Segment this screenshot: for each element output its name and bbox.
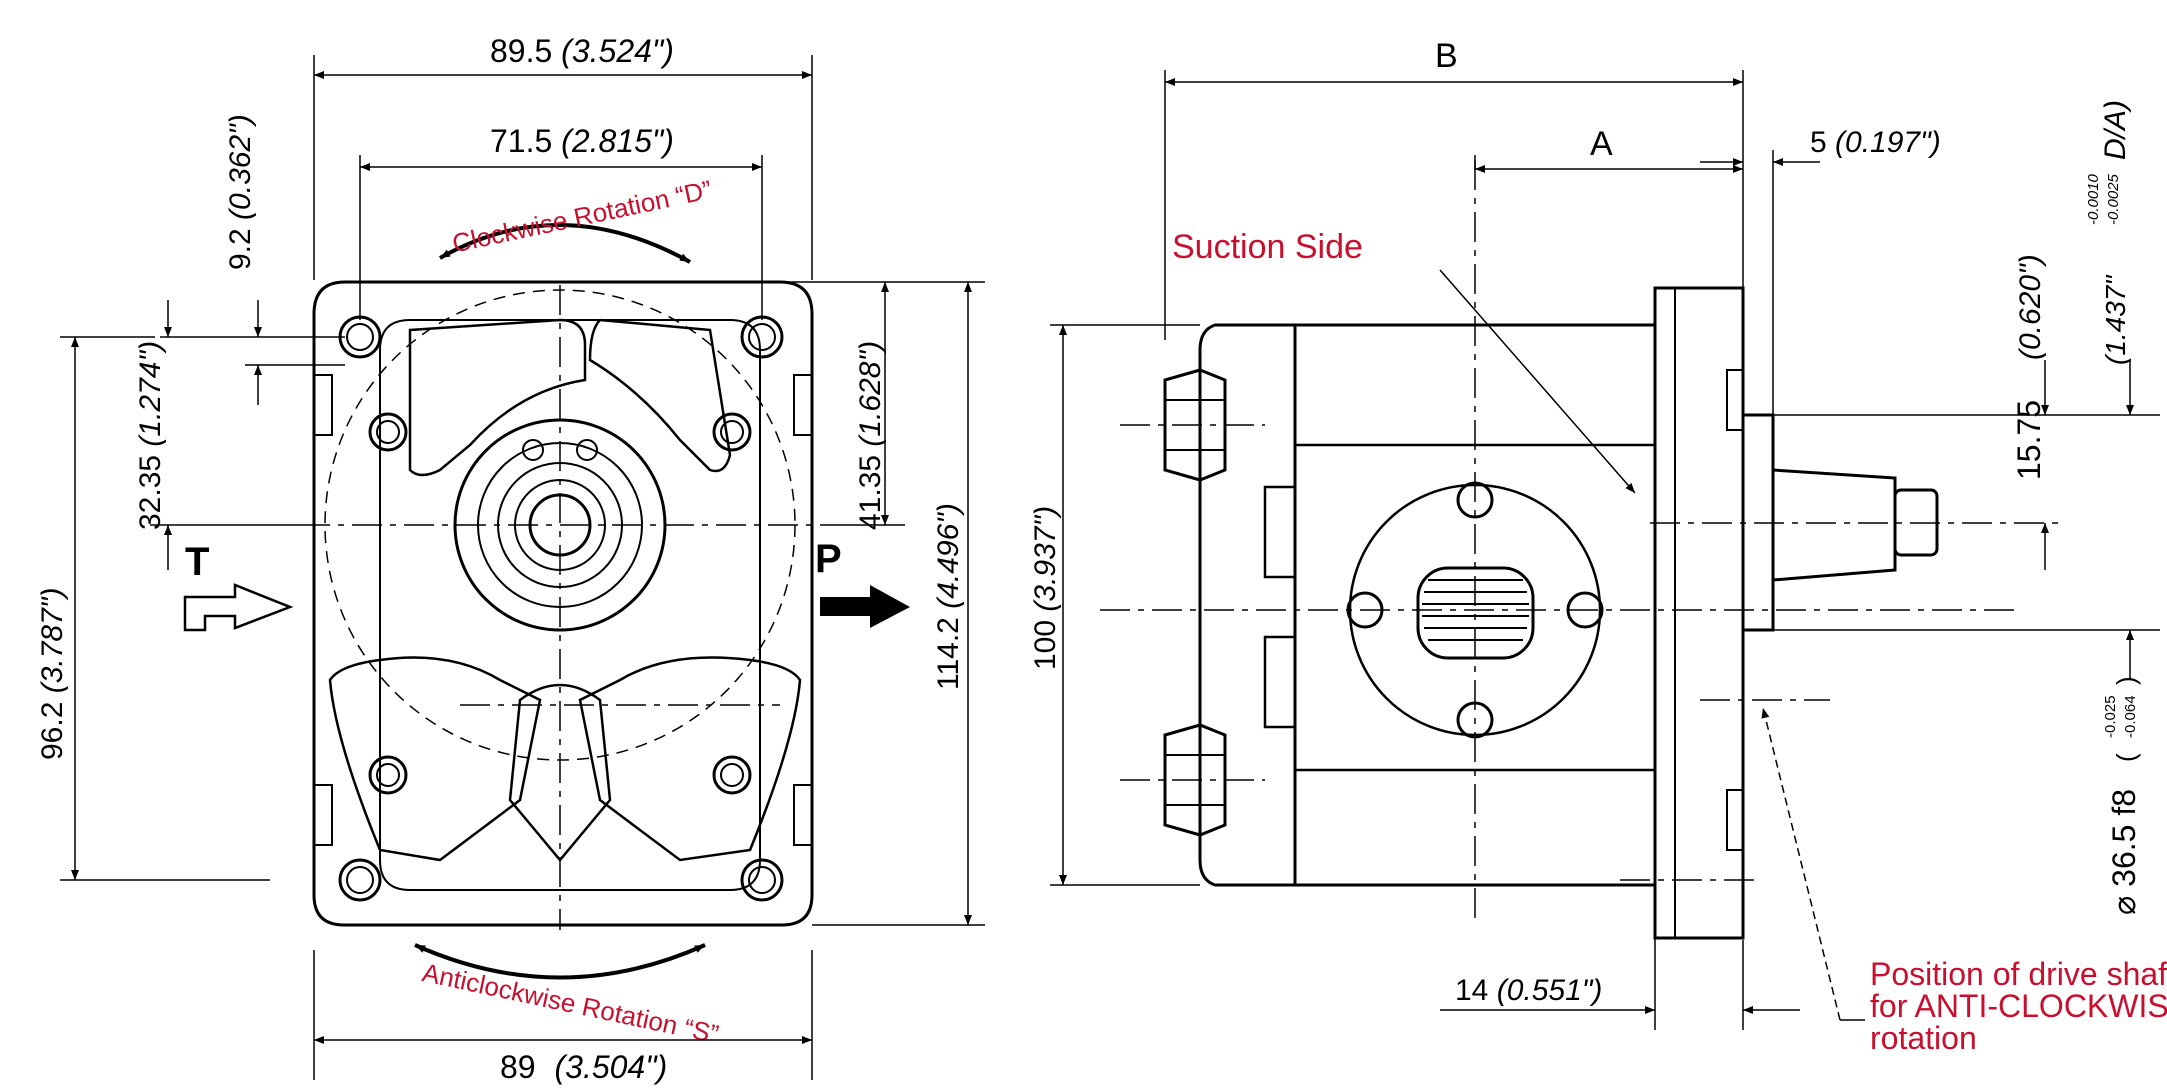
front-inner-pocket <box>379 319 761 891</box>
dim-inner-width: 71.5 (2.815") <box>490 123 674 159</box>
dim-shaft-offset-main: 15.75 <box>2011 400 2047 480</box>
rotation-cw-label: Clockwise Rotation “D” <box>449 174 714 258</box>
suction-leader <box>1439 269 1636 494</box>
dim-a: A <box>1590 125 1613 163</box>
dim-flange: 5 (0.197") <box>1810 126 1941 159</box>
port-label-t: T <box>185 540 209 584</box>
dim-pilot-inch: (1.437" <box>2100 275 2131 365</box>
drive-note-line3: rotation <box>1870 1020 1977 1056</box>
side-pad-top <box>1263 485 1297 579</box>
front-lug-left-top <box>313 374 333 436</box>
dim-left-tall: 96.2 (3.787") <box>36 588 69 760</box>
dim-diameter-tol-lower: -0.064 <box>2122 695 2139 738</box>
front-rib-upper-left <box>408 318 587 477</box>
port-t-arrow <box>183 583 294 632</box>
side-centerlines <box>1100 160 2060 920</box>
side-shaft <box>1771 468 1897 582</box>
dim-flange-thickness: 14 (0.551") <box>1455 974 1602 1007</box>
front-boss-pin-right <box>576 439 598 461</box>
front-view: 89.5 (3.524") 71.5 (2.815") Clockwise Ro… <box>36 33 985 1085</box>
side-nut-bottom <box>1163 723 1227 837</box>
dim-offset-top: 9.2 (0.362") <box>224 114 257 270</box>
dim-pilot-suffix: D/A) <box>2099 100 2132 160</box>
side-nut-top <box>1163 368 1227 482</box>
dim-diameter-paren-close: ) <box>2111 676 2141 685</box>
drive-note-line2: for ANTI-CLOCKWISE <box>1870 988 2167 1024</box>
front-lug-right-top <box>793 374 813 436</box>
dim-pilot-tol-upper: -0.0010 <box>2085 173 2102 225</box>
port-label-p: P <box>815 537 842 581</box>
dim-top-width: 89.5 (3.524") <box>490 33 674 69</box>
side-mount-flange <box>1653 286 1745 940</box>
drive-note-line1: Position of drive shaft <box>1870 956 2167 992</box>
front-body-outline <box>312 280 814 927</box>
dim-right-tall: 114.2 (4.496") <box>932 503 965 690</box>
port-p-arrow <box>820 585 910 628</box>
front-rib-lower-left <box>328 656 542 862</box>
dim-left-short: 32.35 (1.274") <box>134 341 167 530</box>
dim-pilot-tol-lower: -0.0025 <box>2105 173 2122 225</box>
rotation-cw-arrow <box>439 223 691 264</box>
front-rib-lower-middle <box>508 683 612 862</box>
front-boss-pin-left <box>522 439 544 461</box>
rotation-acw-arrow <box>414 943 706 980</box>
drive-shaft-leader <box>1761 707 1841 1021</box>
side-rear-cover <box>1198 323 1297 887</box>
front-rib-upper-right <box>588 318 732 473</box>
dim-b: B <box>1435 37 1458 75</box>
dim-diameter: ⌀ 36.5 f8 <box>2106 789 2142 915</box>
dim-height: 100 (3.937") <box>1029 506 1062 670</box>
rotation-acw-label: Anticlockwise Rotation “S” <box>420 957 722 1049</box>
front-centerlines <box>300 285 830 930</box>
front-lug-right-bottom <box>793 784 813 846</box>
dim-right-short: 41.35 (1.628") <box>854 341 887 530</box>
side-view: B A 5 (0.197") Suction Side 100 (3.937")… <box>1029 37 2167 1056</box>
front-rib-lower-right <box>578 656 802 862</box>
dim-diameter-paren: ( <box>2111 753 2141 762</box>
dim-diameter-tol-upper: -0.025 <box>2102 695 2119 738</box>
suction-side-label: Suction Side <box>1172 228 1363 266</box>
front-corner-bolts <box>338 315 784 902</box>
dim-bottom-width: 89 (3.504") <box>500 1049 667 1085</box>
side-pad-bottom <box>1263 635 1297 729</box>
front-lug-left-bottom <box>313 784 333 846</box>
front-inner-bolts <box>368 412 752 795</box>
dim-shaft-offset-inch: (0.620") <box>2014 254 2047 360</box>
